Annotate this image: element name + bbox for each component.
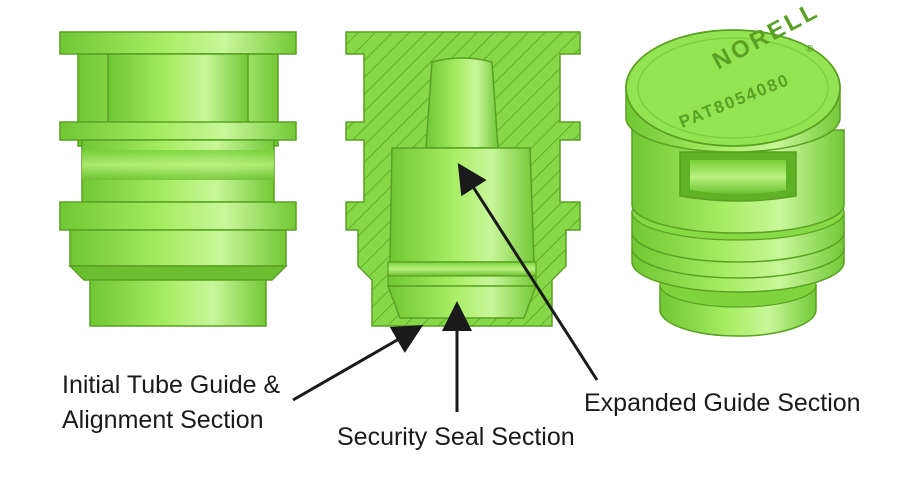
- cap3d-top-face: [625, 29, 841, 147]
- section-upper-bore: [425, 57, 499, 149]
- side-top-rim: [59, 31, 297, 55]
- cap3d-groove-2: [631, 247, 845, 279]
- side-bottom-tube: [89, 279, 267, 327]
- cap-cross-section: [345, 31, 581, 327]
- registered-mark: ®: [806, 44, 814, 55]
- label-seal: Security Seal Section: [337, 423, 575, 451]
- arrow-tube-guide: [292, 325, 424, 402]
- section-expanded-chamber: [389, 147, 535, 263]
- cap-side-view: [59, 31, 297, 327]
- side-flange-upper: [59, 121, 297, 141]
- section-seal-ring-2: [387, 275, 537, 287]
- cap3d-top-face-inner: [637, 37, 829, 139]
- arrow-expanded: [457, 162, 599, 381]
- section-seal-ring: [387, 261, 537, 277]
- section-tube-guide-mouth: [386, 285, 538, 319]
- side-window: [107, 53, 249, 125]
- side-flange-lower: [59, 201, 297, 231]
- label-tube-guide-line1: Initial Tube Guide &: [62, 371, 281, 399]
- side-neck: [69, 229, 287, 267]
- side-shoulder: [68, 265, 288, 281]
- cap3d-groove-1: [631, 231, 845, 263]
- cap3d-window-inner: [690, 160, 786, 194]
- callout-arrows: [292, 162, 599, 412]
- label-tube-guide-line2: Alignment Section: [62, 406, 264, 434]
- label-expanded: Expanded Guide Section: [584, 389, 861, 417]
- cap-3d-view: NORELL ® PAT8054080: [625, 0, 845, 337]
- side-band: [82, 150, 274, 180]
